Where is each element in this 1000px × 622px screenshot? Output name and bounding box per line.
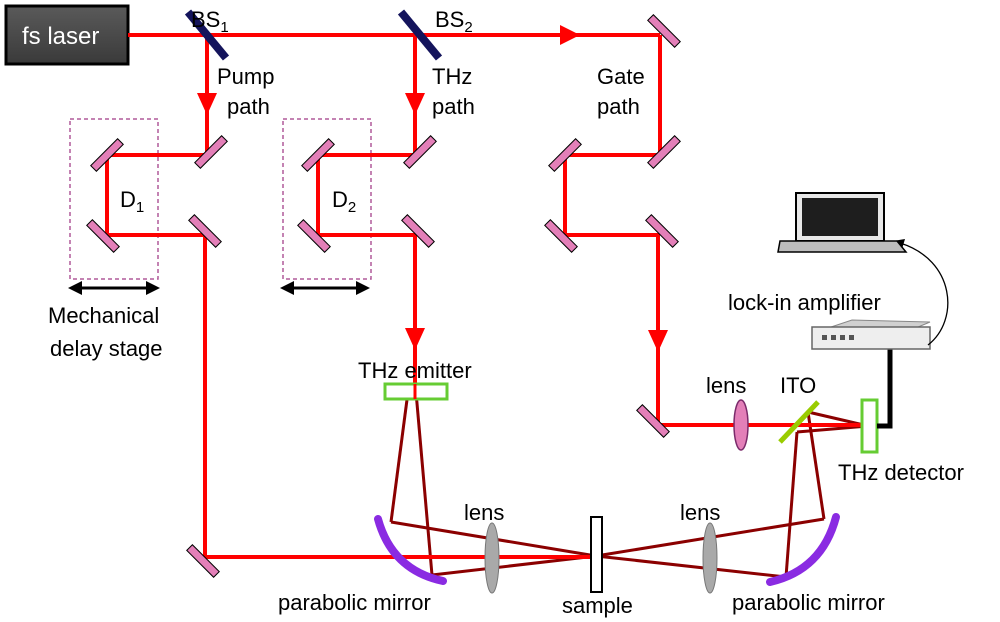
sample <box>590 516 603 593</box>
arrow-main <box>560 25 580 45</box>
ito-plate <box>778 400 820 444</box>
label-thz-path-line2: path <box>432 94 475 119</box>
label-sample: sample <box>562 593 633 618</box>
lock-in-amplifier <box>811 319 931 350</box>
thz-emitter <box>383 382 449 401</box>
label-lens-gate: lens <box>706 373 746 398</box>
label-gate-path-line1: Gate <box>597 64 645 89</box>
label-lens-right: lens <box>680 500 720 525</box>
arrow-gate <box>648 330 668 352</box>
arrow-thz-emitter <box>405 328 425 350</box>
label-mechanical-delay-line1: Mechanical <box>48 303 159 328</box>
beam-splitter-bs2 <box>397 9 443 61</box>
beam-arrows <box>197 25 668 352</box>
fs-laser: fs laser <box>4 4 130 66</box>
label-lens-left: lens <box>464 500 504 525</box>
lens-left <box>484 522 500 594</box>
mirror-pump-bottom <box>186 544 220 578</box>
label-d2: D2 <box>332 187 356 216</box>
arrow-thz <box>405 93 425 115</box>
label-bs1: BS1 <box>191 7 229 36</box>
label-bs2: BS2 <box>435 7 473 36</box>
thz-detector <box>860 345 893 454</box>
mirror-pump-top <box>194 135 228 169</box>
parabolic-mirror-right <box>766 513 840 586</box>
parabolic-mirror-left <box>374 515 447 585</box>
label-pump-path-line2: path <box>227 94 270 119</box>
laptop-computer <box>777 192 908 253</box>
beam-splitter-bs1 <box>184 9 230 61</box>
mirror-gate-left-top <box>548 138 582 172</box>
mirror-pump-mid <box>188 214 222 248</box>
label-thz-path-line1: THz <box>432 64 472 89</box>
mirrors <box>86 14 681 578</box>
label-pump-path-line1: Pump <box>217 64 274 89</box>
thz-beam <box>389 391 869 579</box>
fs-laser-label: fs laser <box>22 23 99 50</box>
mirror-d2-bottom-left <box>297 219 331 253</box>
label-thz-detector: THz detector <box>838 460 964 485</box>
delay-stage-d2-box <box>282 118 372 280</box>
mirror-d2-top-left <box>301 138 335 172</box>
mirror-d1-bottom-left <box>86 219 120 253</box>
label-gate-path-line2: path <box>597 94 640 119</box>
mirror-d1-top-left <box>90 138 124 172</box>
label-ito: ITO <box>780 373 816 398</box>
mirror-thz-mid <box>401 214 435 248</box>
label-d1: D1 <box>120 187 144 216</box>
delay-stage-arrows <box>68 281 370 295</box>
mirror-gate-right-bottom <box>645 214 679 248</box>
label-parabolic-mirror-left: parabolic mirror <box>278 590 431 615</box>
mirror-gate-corner <box>647 14 681 48</box>
label-parabolic-mirror-right: parabolic mirror <box>732 590 885 615</box>
label-thz-emitter: THz emitter <box>358 358 472 383</box>
mirror-thz-top <box>403 135 437 169</box>
mirror-gate-left-bottom <box>544 219 578 253</box>
signal-cable <box>899 242 949 346</box>
lens-right <box>702 522 718 594</box>
mirror-gate-to-lens <box>636 404 670 438</box>
lens-gate <box>733 399 749 451</box>
arrow-pump <box>197 93 217 115</box>
delay-stage-d1-box <box>69 118 159 280</box>
label-mechanical-delay-line2: delay stage <box>50 336 163 361</box>
mirror-gate-right-top <box>647 135 681 169</box>
label-lock-in-amplifier: lock-in amplifier <box>728 290 881 315</box>
